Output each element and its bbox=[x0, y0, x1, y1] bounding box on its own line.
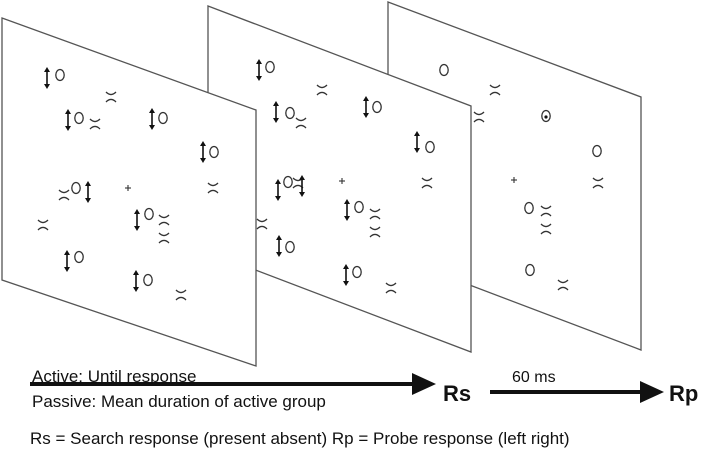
panel-1 bbox=[1, 17, 257, 367]
timeline-arrow-probe-head bbox=[640, 381, 664, 403]
passive-duration-label: Passive: Mean duration of active group bbox=[32, 392, 326, 411]
search-display-1 bbox=[1, 17, 257, 367]
legend-caption: Rs = Search response (present absent) Rp… bbox=[30, 429, 570, 448]
panel-3-items bbox=[439, 63, 604, 291]
probe-response-label: Rp bbox=[669, 381, 699, 406]
timeline-arrow-main-head bbox=[412, 373, 436, 395]
interval-label: 60 ms bbox=[512, 369, 556, 386]
active-duration-label: Active: Until response bbox=[32, 367, 197, 386]
probe-dot-icon bbox=[541, 109, 551, 123]
search-response-label: Rs bbox=[443, 381, 472, 406]
